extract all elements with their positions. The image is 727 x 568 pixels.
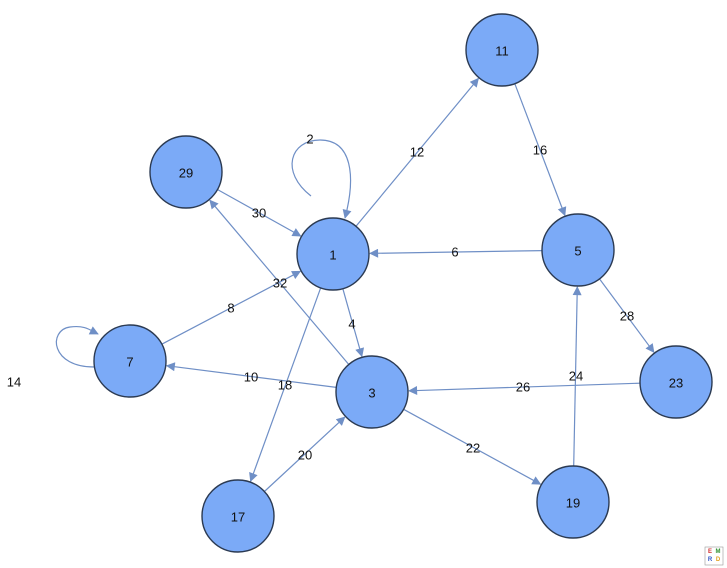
logo-letter: M: [716, 549, 721, 555]
node-label: 23: [669, 376, 683, 391]
node-label: 17: [231, 510, 245, 525]
edge-1-to-17: [249, 287, 322, 483]
node-label: 3: [368, 386, 375, 401]
edge-label-30: 30: [252, 206, 266, 221]
node-circle: [541, 213, 615, 287]
edge-label-22: 22: [466, 441, 480, 456]
logo-frame: [704, 546, 724, 566]
edge-1-to-3: [342, 288, 365, 358]
node-circle: [93, 324, 167, 398]
node-23: 23: [639, 345, 713, 419]
node-1: 1: [296, 217, 370, 291]
node-11: 11: [465, 13, 539, 87]
nodes-layer: 1 3 5 7 11 17 19 23 29: [93, 13, 713, 553]
edge-5-to-23: [599, 278, 655, 354]
node-label: 19: [566, 496, 580, 511]
node-label: 11: [495, 44, 509, 59]
node-label: 1: [329, 248, 336, 263]
node-29: 29: [149, 135, 223, 209]
node-5: 5: [541, 213, 615, 287]
edge-11-to-5: [514, 83, 567, 217]
node-circle: [149, 135, 223, 209]
edge-1-to-11: [355, 77, 479, 227]
edge-label-26: 26: [516, 380, 530, 395]
edge-label-6: 6: [451, 245, 458, 260]
node-7: 7: [93, 324, 167, 398]
node-circle: [335, 355, 409, 429]
edge-label-32: 32: [273, 276, 287, 291]
node-circle: [536, 465, 610, 539]
edge-label-4: 4: [348, 317, 355, 332]
node-circle: [465, 13, 539, 87]
edge-3-to-29: [209, 199, 350, 365]
edge-label-8: 8: [227, 301, 234, 316]
edge-3-to-7: [165, 362, 337, 388]
edge-label-24: 24: [569, 369, 583, 384]
node-17: 17: [201, 479, 275, 553]
node-label: 7: [126, 355, 133, 370]
edge-label-18: 18: [278, 378, 292, 393]
node-circle: [201, 479, 275, 553]
logo-letter: D: [716, 557, 721, 563]
logo-letter: E: [708, 549, 712, 555]
edge-5-to-1: [369, 248, 543, 258]
edge-19-to-5: [572, 286, 582, 467]
edge-7-to-1: [161, 270, 302, 345]
edge-label-10: 10: [244, 370, 258, 385]
edge-7-to-7: [55, 325, 99, 368]
node-19: 19: [536, 465, 610, 539]
edge-29-to-1: [217, 188, 302, 237]
node-circle: [296, 217, 370, 291]
edge-17-to-3: [263, 416, 346, 492]
edge-23-to-3: [408, 382, 641, 396]
node-3: 3: [335, 355, 409, 429]
edge-label-20: 20: [298, 448, 312, 463]
logo-letter: R: [708, 557, 713, 563]
node-label: 29: [179, 166, 193, 181]
edge-1-to-1: [291, 139, 352, 219]
node-label: 5: [574, 244, 581, 259]
edges-layer: [55, 77, 655, 492]
node-circle: [639, 345, 713, 419]
edge-label-14: 14: [7, 375, 21, 390]
edge-label-28: 28: [620, 309, 634, 324]
edge-label-16: 16: [533, 143, 547, 158]
edge-label-12: 12: [410, 145, 424, 160]
edge-3-to-19: [403, 408, 542, 485]
edge-label-2: 2: [306, 132, 313, 147]
